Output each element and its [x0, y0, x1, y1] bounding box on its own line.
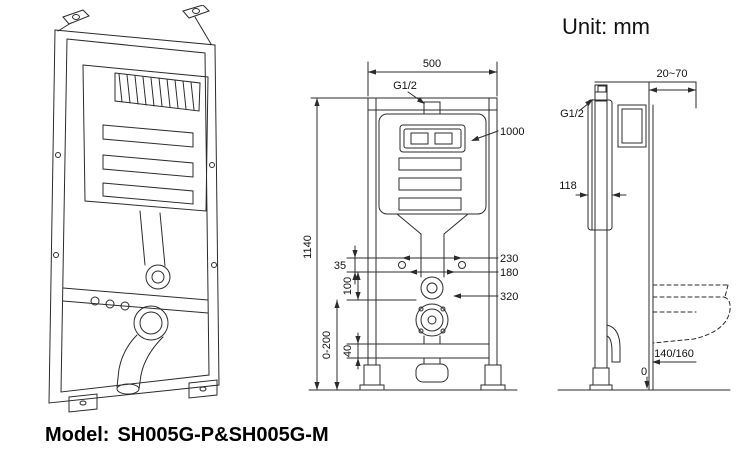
side-dimensions: 20~70 G1/2 118 140/160 0 [559, 68, 697, 389]
side-frame [557, 81, 731, 391]
front-dim-offset-100: 100 [342, 277, 354, 295]
front-frame [308, 97, 518, 391]
unit-label: Unit: mm [562, 14, 650, 39]
front-dim-drain-width: 180 [500, 267, 518, 279]
front-dim-inlet-thread: G1/2 [393, 80, 417, 92]
front-view-drawing: 500 G1/2 1000 1140 230 180 [302, 58, 524, 391]
front-plumbing [375, 257, 490, 383]
iso-cistern [82, 64, 209, 212]
front-cistern [378, 101, 487, 278]
side-outlet-pipe [606, 324, 621, 363]
model-label: Model: [45, 424, 110, 446]
front-dim-fixing-width: 230 [500, 253, 518, 265]
model-line: Model: SH005G-P&SH005G-M [45, 424, 329, 447]
side-toilet-bowl [652, 284, 731, 344]
isometric-view-drawing [48, 5, 220, 413]
front-dimensions: 500 G1/2 1000 1140 230 180 [302, 58, 524, 391]
iso-plumbing [62, 210, 209, 395]
iso-frame [48, 5, 220, 404]
front-dim-foot-height: 40 [342, 345, 354, 357]
side-dim-wall-range: 20~70 [657, 68, 688, 80]
side-dim-outlet-options: 140/160 [654, 348, 694, 360]
front-dim-width: 500 [423, 58, 441, 70]
front-dim-outlet-height: 320 [500, 291, 518, 303]
side-cistern [587, 99, 647, 231]
side-view-drawing: 20~70 G1/2 118 140/160 0 [557, 68, 731, 391]
front-dim-flush-plate-height: 1000 [500, 126, 524, 138]
front-dim-bracket-gap: 35 [334, 260, 346, 272]
side-dim-depth: 118 [559, 180, 577, 192]
front-dim-leg-adjust: 0-200 [321, 331, 333, 359]
side-dim-inlet-thread: G1/2 [560, 108, 584, 120]
side-dim-floor-level: 0 [641, 366, 647, 378]
side-wall [648, 81, 654, 391]
front-dim-frame-height: 1140 [302, 235, 314, 259]
iso-feet [68, 379, 218, 413]
model-value: SH005G-P&SH005G-M [117, 424, 329, 446]
